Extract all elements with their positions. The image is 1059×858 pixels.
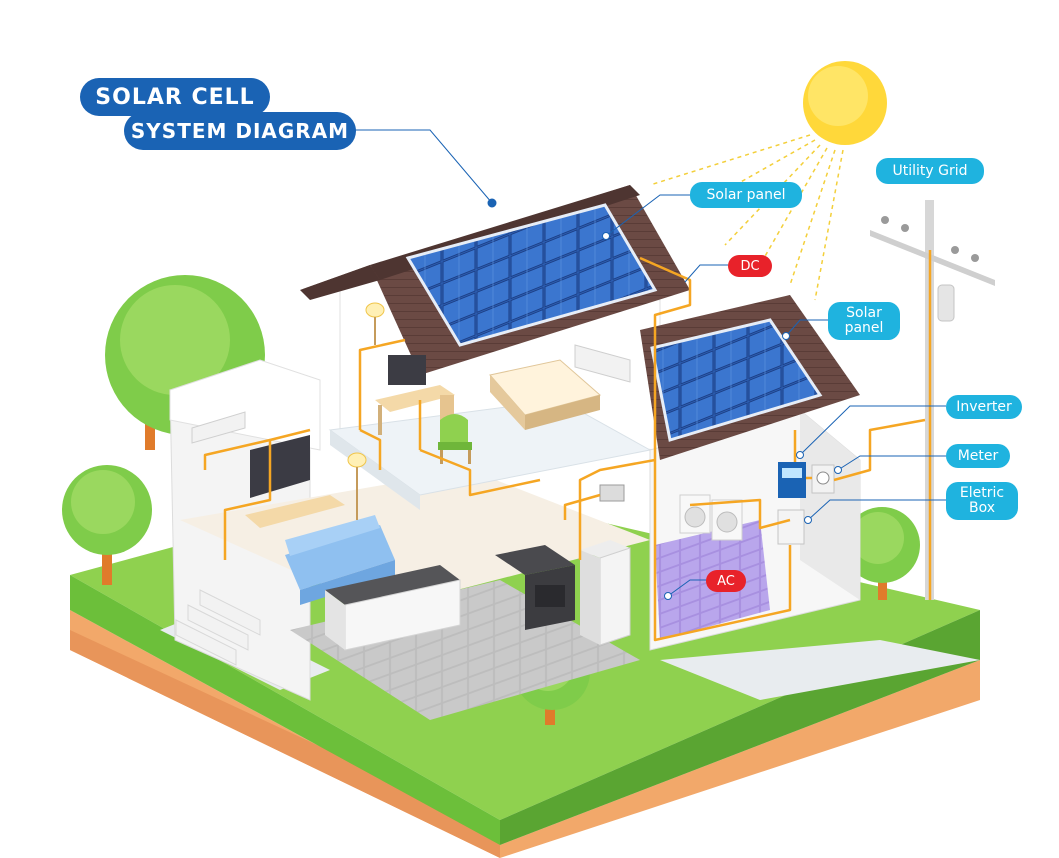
- label-utility-grid-text: Utility Grid: [892, 162, 968, 179]
- label-ac: AC: [706, 570, 746, 592]
- label-solar-panel-top: Solar panel: [690, 182, 802, 208]
- label-solar-panel-top-text: Solar panel: [706, 186, 786, 203]
- lamps: [347, 302, 385, 520]
- label-solar-panel-lower-text: Solar panel: [844, 305, 884, 336]
- sofa: [285, 515, 395, 605]
- solar-panel-upper: [405, 203, 658, 347]
- electric-box-device: [777, 509, 805, 545]
- label-meter: Meter: [946, 444, 1010, 468]
- sun-icon: [803, 61, 887, 145]
- refrigerator: [580, 540, 631, 646]
- title-line-1: SOLAR CELL: [80, 78, 270, 116]
- label-solar-panel-lower: Solar panel: [828, 302, 900, 340]
- air-conditioner-upper: [574, 344, 631, 383]
- label-inverter-text: Inverter: [956, 398, 1012, 415]
- washing-machines: [679, 494, 743, 541]
- title-line-1-text: SOLAR CELL: [95, 84, 255, 110]
- tv: [245, 435, 345, 528]
- label-electric-box: Eletric Box: [946, 482, 1018, 520]
- label-utility-grid: Utility Grid: [876, 158, 984, 184]
- label-meter-text: Meter: [957, 447, 999, 464]
- solar-panel-lower: [650, 318, 823, 442]
- tree-left-small: [62, 465, 152, 585]
- callout-lines: [350, 129, 946, 600]
- bed: [489, 359, 602, 430]
- label-inverter: Inverter: [946, 395, 1022, 419]
- tree-right: [844, 507, 920, 600]
- kitchen-counter: [325, 565, 461, 651]
- label-dc: DC: [728, 255, 772, 277]
- air-conditioner-lower: [191, 411, 246, 444]
- title-line-2-text: SYSTEM DIAGRAM: [130, 119, 350, 143]
- label-ac-text: AC: [717, 573, 735, 589]
- stove: [495, 545, 575, 630]
- label-dc-text: DC: [740, 258, 760, 274]
- thermostat-panel: [599, 484, 625, 502]
- chair-green: [438, 414, 472, 464]
- meter-device: [811, 464, 835, 494]
- title-line-2: SYSTEM DIAGRAM: [124, 112, 356, 150]
- inverter-device: [778, 462, 806, 498]
- wiring: [203, 250, 932, 642]
- label-electric-box-text: Eletric Box: [959, 485, 1005, 516]
- staircase: [175, 589, 261, 666]
